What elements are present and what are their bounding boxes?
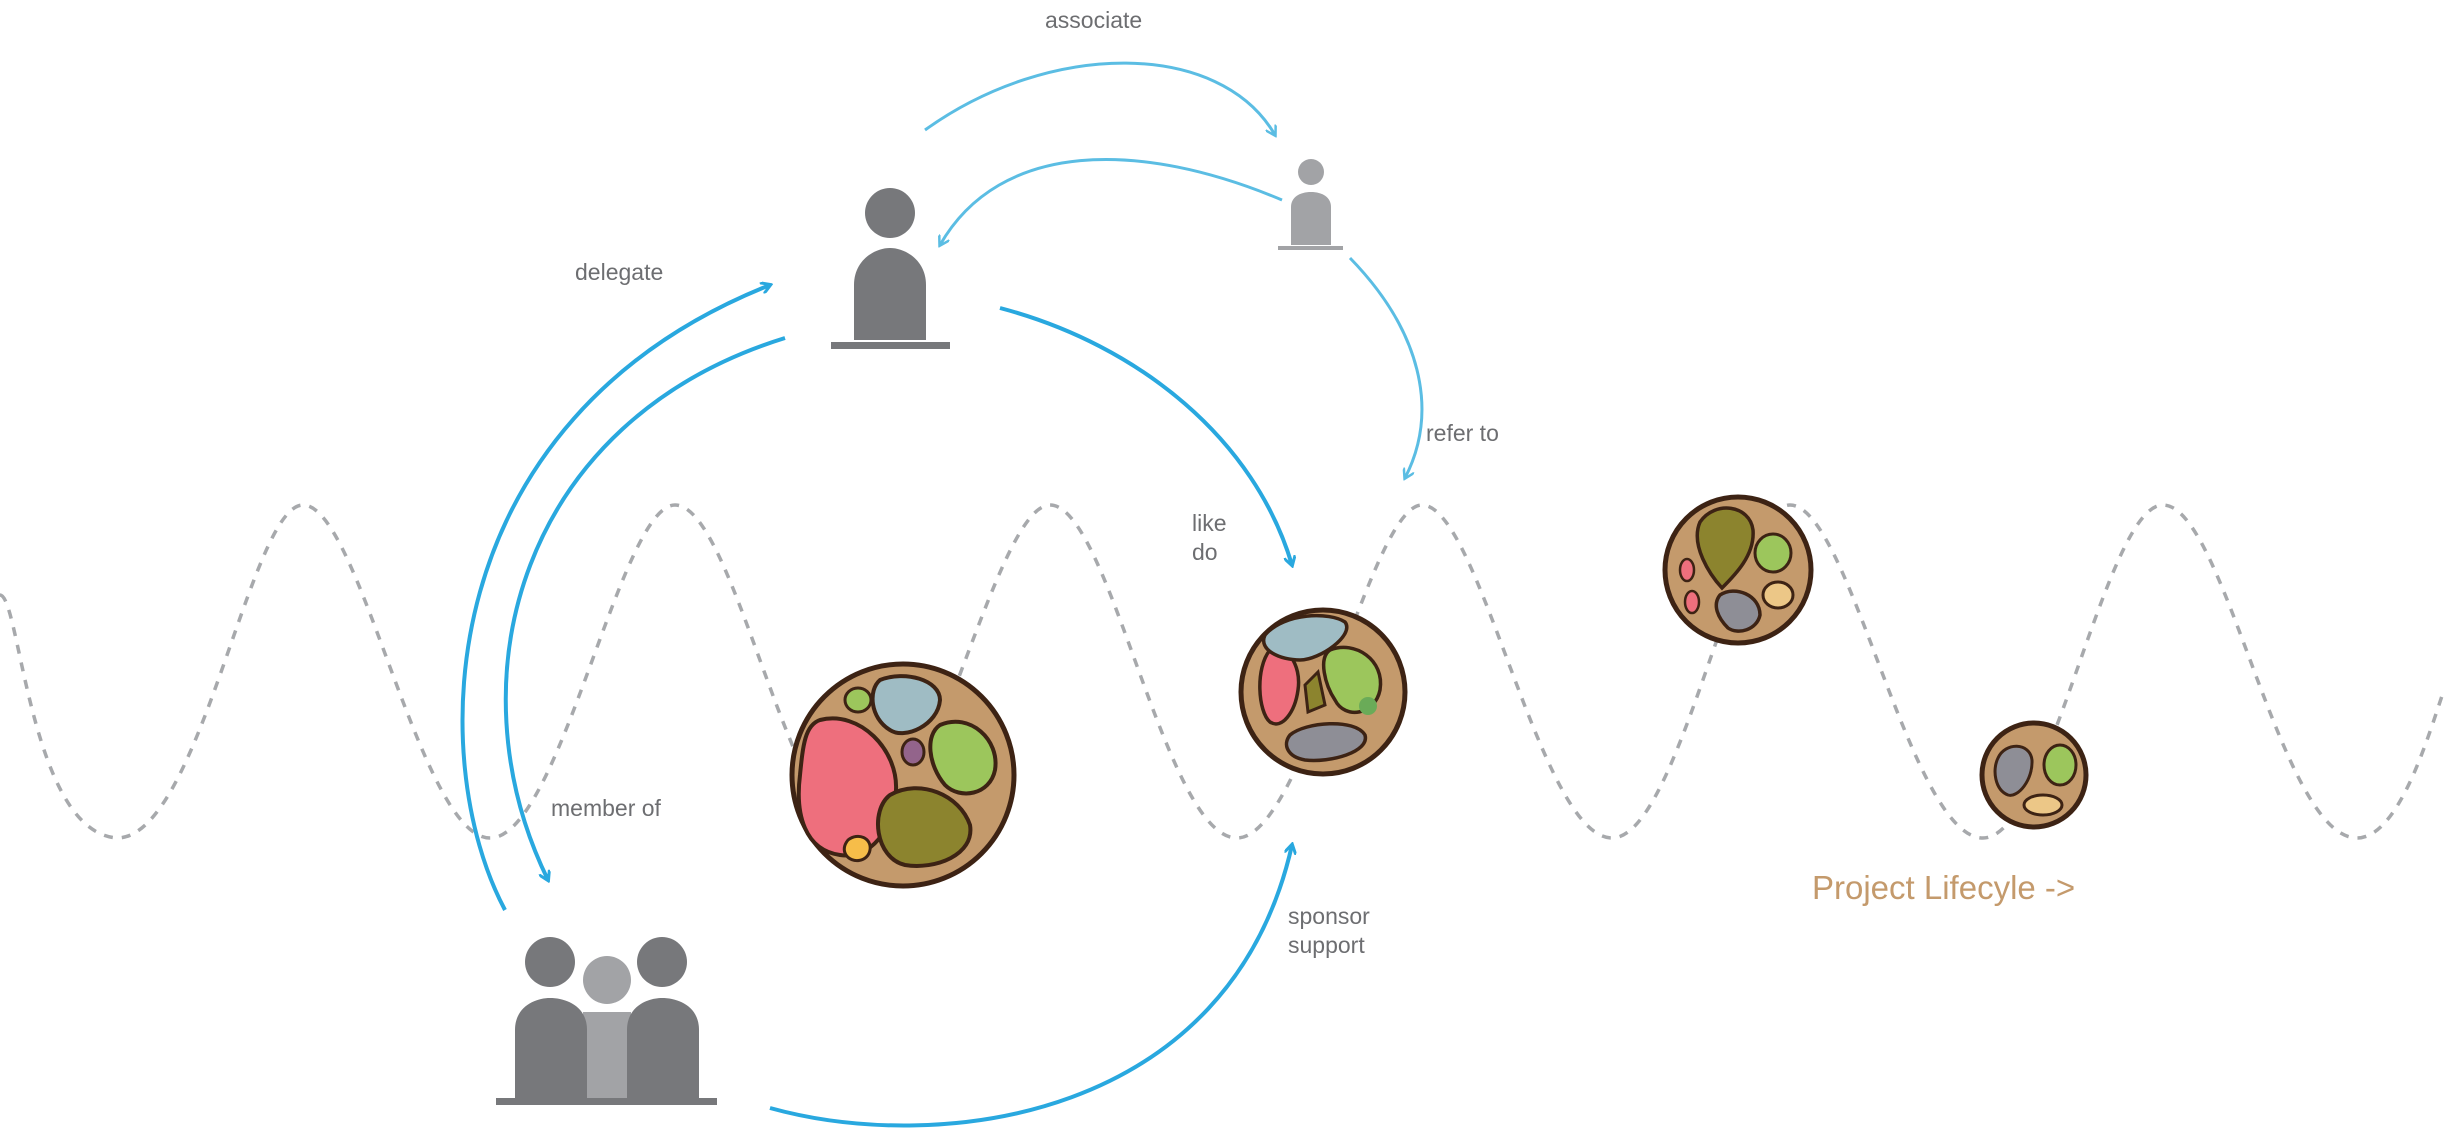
project-circle-icon bbox=[789, 661, 1017, 889]
delegate-arrow bbox=[460, 285, 770, 911]
lifecycle-label: Project Lifecyle -> bbox=[1812, 869, 2075, 906]
like-do-arrow bbox=[999, 306, 1292, 565]
sponsor-arrow bbox=[769, 845, 1292, 1128]
like-label: like bbox=[1192, 510, 1227, 536]
support-label: support bbox=[1288, 932, 1365, 958]
do-label: do bbox=[1192, 539, 1218, 565]
delegate-label: delegate bbox=[575, 259, 663, 285]
refer-arrow bbox=[1348, 256, 1424, 478]
project-circle-icon bbox=[1238, 607, 1408, 777]
refer-to-label: refer to bbox=[1426, 420, 1499, 446]
group-icon bbox=[496, 937, 717, 1105]
member-of-label: member of bbox=[551, 795, 662, 821]
project-circle-icon bbox=[1979, 720, 2089, 830]
member-of-arrow bbox=[503, 336, 786, 880]
project-circle-icon bbox=[1662, 494, 1814, 646]
associate-arrow-left bbox=[940, 157, 1283, 245]
sponsor-label: sponsor bbox=[1288, 903, 1370, 929]
person-icon bbox=[831, 188, 950, 349]
lifecycle-wave bbox=[0, 503, 2444, 840]
associate-arrow-right bbox=[924, 61, 1275, 135]
associate-label: associate bbox=[1045, 7, 1142, 33]
small-person-icon bbox=[1278, 159, 1343, 250]
